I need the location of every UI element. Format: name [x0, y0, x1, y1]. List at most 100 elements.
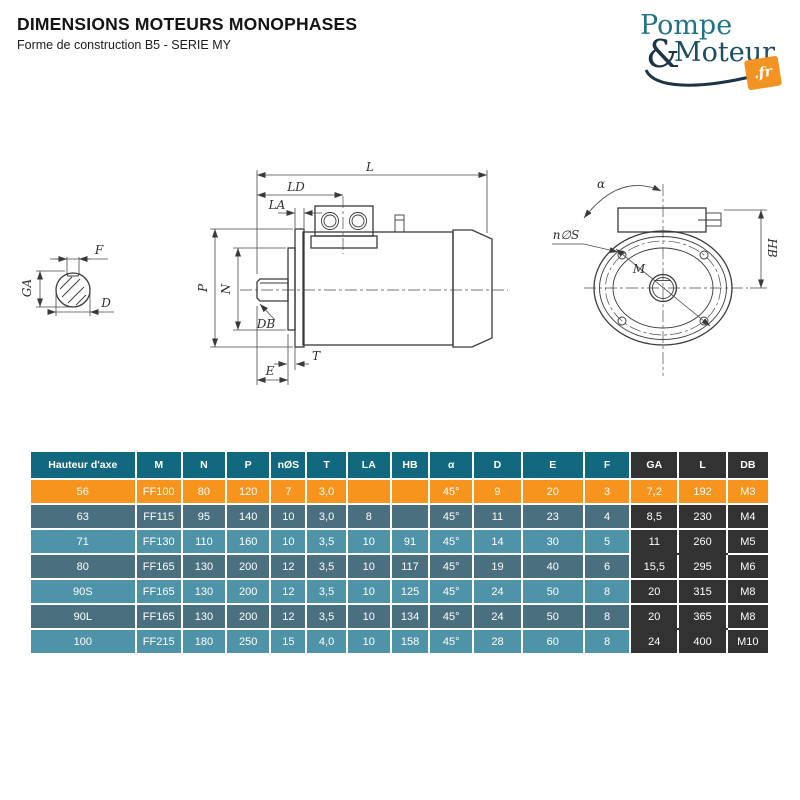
table-cell: 30 [521, 529, 585, 555]
table-cell: 140 [226, 504, 272, 530]
dim-label-l: L [365, 160, 374, 174]
table-cell [346, 479, 392, 505]
table-cell: 10 [346, 604, 392, 630]
table-cell: M4 [726, 504, 771, 530]
table-cell: 5 [583, 529, 632, 555]
table-row-63: 63 FF115 95 140 10 3,0 8 45° 11 23 4 8,5… [31, 504, 771, 530]
table-cell: 7,2 [630, 479, 680, 505]
table-cell: 3,0 [306, 479, 348, 505]
table-cell: 20 [630, 604, 680, 630]
header-row: Hauteur d'axe M N P nØS T LA HB α D E F … [31, 452, 771, 480]
table-cell: 8 [583, 604, 632, 630]
table-cell: 250 [226, 629, 272, 655]
dim-label-d: D [100, 296, 111, 310]
logo-fr-text: .fr [752, 63, 774, 83]
dim-label-e: E [265, 364, 275, 378]
table-cell: 11 [630, 529, 680, 555]
table-cell: 63 [31, 504, 137, 530]
table-cell: 24 [473, 579, 523, 605]
table-cell: 134 [390, 604, 431, 630]
dimensions-table-wrapper: Hauteur d'axe M N P nØS T LA HB α D E F … [31, 452, 771, 655]
table-cell: 95 [181, 504, 228, 530]
table-cell [390, 504, 431, 530]
table-cell: 4,0 [306, 629, 348, 655]
page-subtitle: Forme de construction B5 - SERIE MY [17, 38, 231, 52]
motor-body [256, 228, 493, 348]
table-cell: 100 [31, 629, 137, 655]
table-cell: 400 [678, 629, 728, 655]
table-cell: 15 [270, 629, 308, 655]
dim-label-n-dia-s: n∅S [553, 228, 579, 242]
table-row-80: 80 FF165 130 200 12 3,5 10 117 45° 19 40… [31, 554, 771, 580]
table-cell: 91 [390, 529, 431, 555]
table-cell: 3,5 [306, 554, 348, 580]
table-cell: M8 [726, 579, 771, 605]
lifting-peg [394, 214, 405, 233]
table-cell: 80 [181, 479, 228, 505]
table-cell: M6 [726, 554, 771, 580]
table-row-90L: 90L FF165 130 200 12 3,5 10 134 45° 24 5… [31, 604, 771, 630]
table-cell: 45° [429, 579, 475, 605]
column-header: nØS [270, 452, 308, 480]
column-header: F [583, 452, 632, 480]
table-cell: 45° [429, 554, 475, 580]
motor-side-view-drawing: L LD LA P N DB T E [196, 160, 508, 385]
table-cell: 3 [583, 479, 632, 505]
table-cell: FF115 [135, 504, 183, 530]
dim-label-m: M [632, 262, 646, 276]
table-cell: 295 [678, 554, 728, 580]
table-cell: 7 [270, 479, 308, 505]
terminal-box [310, 205, 378, 249]
table-cell: 10 [270, 504, 308, 530]
column-header: Hauteur d'axe [31, 452, 137, 480]
table-cell: 8,5 [630, 504, 680, 530]
table-cell: 200 [226, 554, 272, 580]
table-cell: 12 [270, 604, 308, 630]
table-cell: 12 [270, 579, 308, 605]
page-title: DIMENSIONS MOTEURS MONOPHASES [17, 14, 358, 34]
column-header: D [473, 452, 523, 480]
dim-label-n: N [219, 283, 233, 295]
table-cell: 10 [346, 554, 392, 580]
table-cell: 15,5 [630, 554, 680, 580]
table-cell: 365 [678, 604, 728, 630]
column-header: P [226, 452, 272, 480]
column-header: T [306, 452, 348, 480]
table-cell: 125 [390, 579, 431, 605]
column-header: M [135, 452, 183, 480]
table-cell: FF165 [135, 604, 183, 630]
table-cell: 24 [630, 629, 680, 655]
table-cell: 3,5 [306, 604, 348, 630]
table-cell: 230 [678, 504, 728, 530]
table-cell: 6 [583, 554, 632, 580]
column-header: LA [346, 452, 392, 480]
table-cell: 45° [429, 504, 475, 530]
table-cell: M5 [726, 529, 771, 555]
brand-logo: Pompe & Moteur .fr [630, 10, 790, 92]
column-header: N [181, 452, 228, 480]
table-cell: 192 [678, 479, 728, 505]
table-cell: 20 [630, 579, 680, 605]
table-cell: 158 [390, 629, 431, 655]
terminal-box-front [617, 207, 722, 233]
logo-swoosh [644, 69, 755, 87]
table-cell: 8 [346, 504, 392, 530]
table-cell: FF215 [135, 629, 183, 655]
table-cell: FF165 [135, 554, 183, 580]
table-cell: 45° [429, 479, 475, 505]
table-cell: 56 [31, 479, 137, 505]
table-cell: 120 [226, 479, 272, 505]
table-cell: 80 [31, 554, 137, 580]
table-row-90S: 90S FF165 130 200 12 3,5 10 125 45° 24 5… [31, 579, 771, 605]
table-cell: 10 [346, 629, 392, 655]
table-cell: 3,5 [306, 529, 348, 555]
table-cell: 3,0 [306, 504, 348, 530]
table-cell: 260 [678, 529, 728, 555]
table-cell: 50 [521, 604, 585, 630]
table-cell: M10 [726, 629, 771, 655]
dim-label-hb: HB [765, 237, 779, 257]
dim-label-p: P [196, 283, 210, 293]
table-cell: 60 [521, 629, 585, 655]
table-cell: 20 [521, 479, 585, 505]
